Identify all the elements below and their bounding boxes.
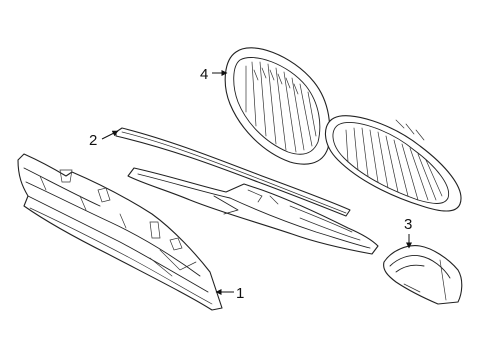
- kidney-grille-part-4: [224, 47, 462, 212]
- shutter-panel: [127, 167, 379, 255]
- callout-2: 2: [89, 130, 119, 149]
- callout-1: 1: [215, 285, 244, 302]
- kidney-grille-right: [324, 115, 462, 212]
- lower-grille-part-1: [17, 153, 223, 311]
- callout-1-label: 1: [236, 285, 244, 302]
- callout-4-label: 4: [200, 66, 208, 83]
- callout-3-label: 3: [404, 216, 412, 233]
- grille-trim-part-2: [115, 127, 351, 217]
- callout-2-label: 2: [89, 132, 97, 149]
- callout-4: 4: [200, 66, 228, 83]
- kidney-grille-left: [224, 47, 331, 165]
- callout-3: 3: [404, 216, 412, 249]
- air-duct-part-3: [383, 245, 463, 305]
